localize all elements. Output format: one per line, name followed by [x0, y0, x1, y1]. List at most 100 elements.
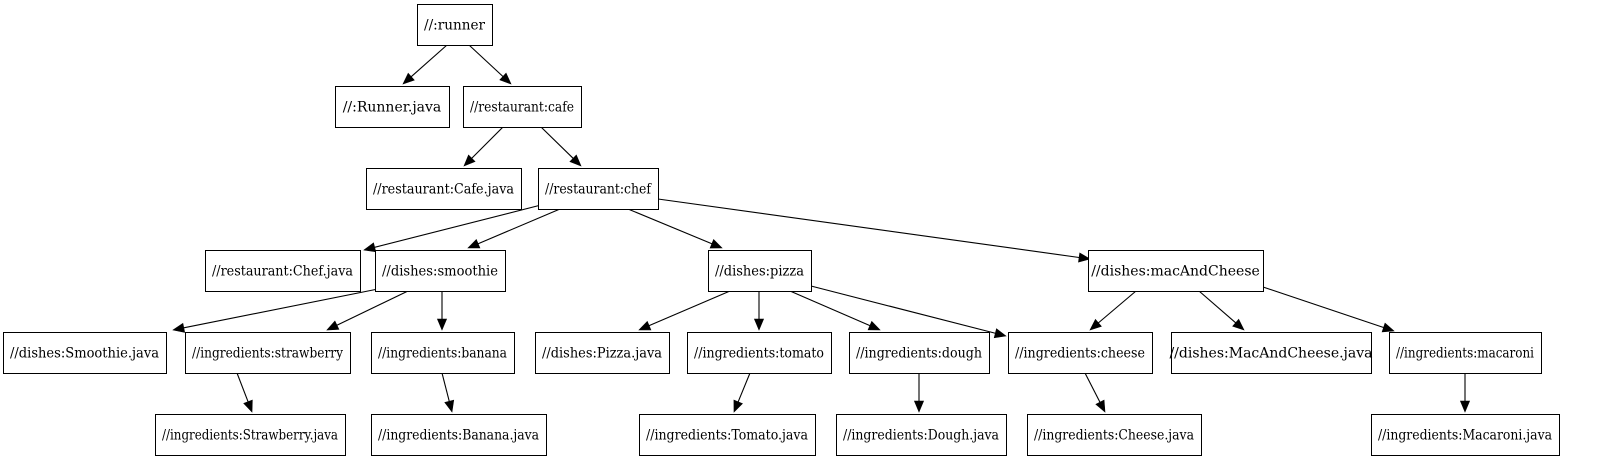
- edge-line: [789, 290, 871, 327]
- edge-arrowhead: [499, 72, 512, 85]
- graph-node-runner_java[interactable]: //:Runner.java: [335, 86, 450, 128]
- edge-line: [477, 208, 561, 245]
- graph-edge: [441, 372, 455, 413]
- node-box[interactable]: [335, 86, 450, 128]
- graph-edge: [789, 290, 881, 331]
- node-box[interactable]: [1171, 332, 1372, 374]
- graph-node-pizza_java[interactable]: //dishes:Pizza.java: [535, 332, 670, 374]
- edge-arrowhead: [444, 399, 455, 413]
- graph-edge: [638, 290, 731, 331]
- node-box[interactable]: [708, 250, 812, 292]
- node-label: //:Runner.java: [343, 100, 442, 116]
- graph-node-smoothie_java[interactable]: //dishes:Smoothie.java: [3, 332, 167, 374]
- graph-edge: [363, 204, 542, 253]
- node-box[interactable]: [535, 332, 670, 374]
- graph-node-ing_cheese[interactable]: //ingredients:cheese: [1008, 332, 1153, 374]
- edge-line: [1262, 286, 1384, 329]
- edge-line: [1098, 290, 1137, 324]
- node-box[interactable]: [463, 86, 582, 128]
- node-label: //ingredients:Cheese.java: [1034, 428, 1194, 444]
- node-box[interactable]: [417, 4, 493, 46]
- graph-edge: [1198, 290, 1245, 331]
- graph-node-runner[interactable]: //:runner: [417, 4, 493, 46]
- node-label: //dishes:Pizza.java: [542, 346, 662, 362]
- node-box[interactable]: [155, 414, 346, 456]
- graph-node-ing_strawberry[interactable]: //ingredients:strawberry: [185, 332, 351, 374]
- node-label: //ingredients:banana: [378, 346, 507, 362]
- node-box[interactable]: [366, 168, 522, 210]
- node-label: //dishes:MacAndCheese.java: [1169, 346, 1372, 362]
- node-box[interactable]: [1371, 414, 1560, 456]
- node-box[interactable]: [3, 332, 167, 374]
- edge-arrowhead: [436, 318, 448, 331]
- edge-line: [810, 285, 996, 334]
- node-box[interactable]: [687, 332, 832, 374]
- graph-edge: [540, 126, 582, 167]
- node-box[interactable]: [1027, 414, 1202, 456]
- node-box[interactable]: [1008, 332, 1153, 374]
- graph-node-chef_java[interactable]: //restaurant:Chef.java: [205, 250, 361, 292]
- graph-node-macandcheese_java[interactable]: //dishes:MacAndCheese.java: [1169, 332, 1373, 374]
- node-box[interactable]: [375, 250, 506, 292]
- graph-node-ing_dough[interactable]: //ingredients:dough: [849, 332, 990, 374]
- edge-line: [1198, 290, 1237, 324]
- graph-edge: [436, 291, 448, 331]
- node-box[interactable]: [836, 414, 1007, 456]
- node-label: //ingredients:Macaroni.java: [1378, 428, 1552, 444]
- edge-arrowhead: [172, 322, 186, 333]
- graph-node-dishes_smoothie[interactable]: //dishes:smoothie: [375, 250, 506, 292]
- graph-edge: [810, 285, 1007, 339]
- edge-arrowhead: [753, 318, 765, 331]
- edge-arrowhead: [402, 72, 415, 85]
- graph-node-tomato_java[interactable]: //ingredients:Tomato.java: [639, 414, 816, 456]
- node-label: //ingredients:strawberry: [192, 346, 343, 362]
- graph-node-restaurant_chef[interactable]: //restaurant:chef: [538, 168, 659, 210]
- edge-arrowhead: [993, 328, 1007, 339]
- edge-arrowhead: [913, 400, 925, 413]
- graph-node-dishes_macandchs[interactable]: //dishes:macAndCheese: [1088, 250, 1264, 292]
- node-box[interactable]: [849, 332, 990, 374]
- node-label: //ingredients:dough: [856, 346, 982, 362]
- graph-node-ing_macaroni[interactable]: //ingredients:macaroni: [1389, 332, 1542, 374]
- graph-node-banana_java[interactable]: //ingredients:Banana.java: [371, 414, 547, 456]
- edge-line: [657, 198, 1080, 259]
- edge-arrowhead: [867, 320, 881, 331]
- node-box[interactable]: [185, 332, 351, 374]
- graph-node-ing_tomato[interactable]: //ingredients:tomato: [687, 332, 832, 374]
- node-box[interactable]: [1389, 332, 1542, 374]
- edge-line: [236, 372, 249, 402]
- graph-node-cheese_java[interactable]: //ingredients:Cheese.java: [1027, 414, 1202, 456]
- edge-line: [468, 44, 504, 77]
- graph-node-cafe_java[interactable]: //restaurant:Cafe.java: [366, 168, 522, 210]
- node-label: //ingredients:Tomato.java: [646, 428, 808, 444]
- node-box[interactable]: [639, 414, 816, 456]
- graph-edge: [657, 198, 1091, 263]
- edge-arrowhead: [1095, 399, 1106, 413]
- edge-arrowhead: [1089, 318, 1102, 331]
- graph-node-dishes_pizza[interactable]: //dishes:pizza: [708, 250, 812, 292]
- edge-arrowhead: [1078, 252, 1091, 263]
- node-box[interactable]: [205, 250, 361, 292]
- node-box[interactable]: [538, 168, 659, 210]
- graph-node-strawberry_java[interactable]: //ingredients:Strawberry.java: [155, 414, 346, 456]
- node-box[interactable]: [371, 414, 547, 456]
- node-box[interactable]: [1088, 250, 1264, 292]
- graph-edge: [1459, 373, 1471, 413]
- graph-node-macaroni_java[interactable]: //ingredients:Macaroni.java: [1371, 414, 1560, 456]
- graph-node-ing_banana[interactable]: //ingredients:banana: [371, 332, 515, 374]
- node-box[interactable]: [371, 332, 515, 374]
- node-label: //restaurant:cafe: [470, 100, 574, 116]
- node-label: //dishes:macAndCheese: [1091, 264, 1260, 280]
- edge-line: [441, 372, 450, 402]
- node-label: //:runner: [424, 18, 485, 34]
- node-label: //dishes:smoothie: [382, 264, 498, 280]
- edge-arrowhead: [569, 154, 582, 167]
- node-label: //dishes:Smoothie.java: [10, 346, 159, 362]
- graph-edge: [627, 208, 723, 249]
- graph-node-dough_java[interactable]: //ingredients:Dough.java: [836, 414, 1007, 456]
- edge-arrowhead: [1232, 318, 1245, 331]
- node-label: //ingredients:tomato: [694, 346, 824, 362]
- graph-node-restaurant_cafe[interactable]: //restaurant:cafe: [463, 86, 582, 128]
